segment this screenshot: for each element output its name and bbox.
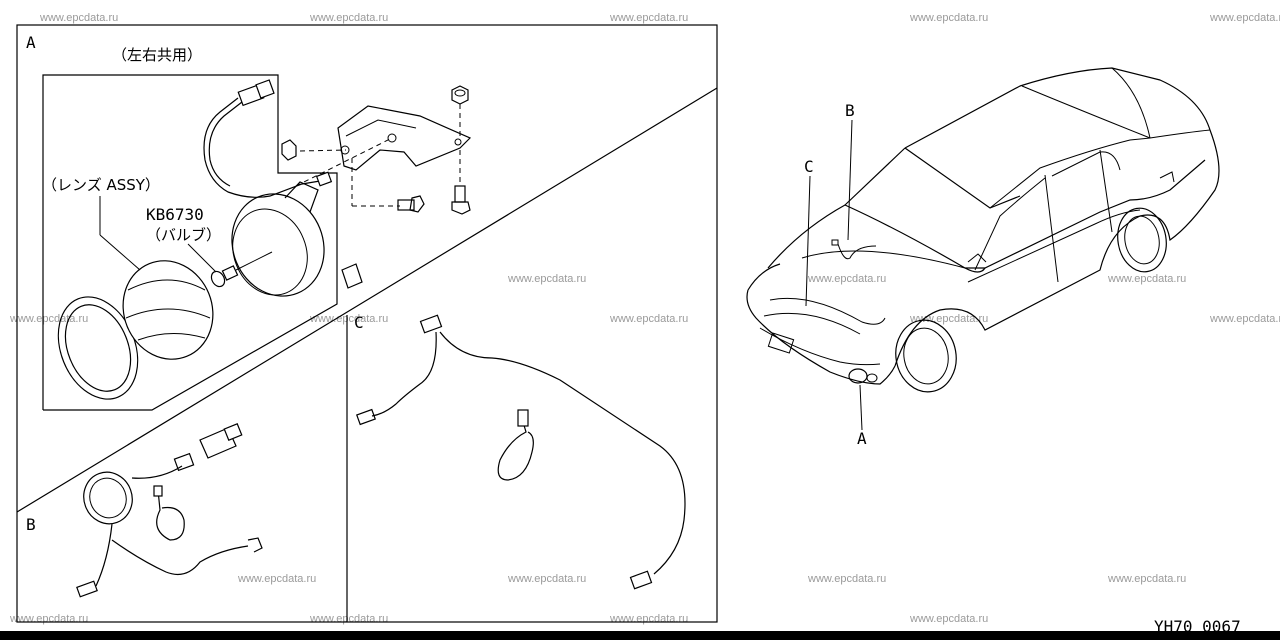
car-callout-a: A xyxy=(857,429,867,448)
watermark: www.epcdata.ru xyxy=(39,12,118,24)
watermark: www.epcdata.ru xyxy=(309,313,388,325)
watermark: www.epcdata.ru xyxy=(1107,573,1186,585)
watermark: www.epcdata.ru xyxy=(9,313,88,325)
watermark: www.epcdata.ru xyxy=(807,273,886,285)
panel-label-c: C xyxy=(354,313,364,332)
bottom-border xyxy=(0,631,1280,640)
part-number-bulb: KB6730 xyxy=(146,205,204,224)
watermark: www.epcdata.ru xyxy=(909,313,988,325)
watermark: www.epcdata.ru xyxy=(609,613,688,625)
car-callout-c: C xyxy=(804,157,814,176)
part-label-bulb: （バルブ） xyxy=(146,226,221,244)
watermark: www.epcdata.ru xyxy=(237,573,316,585)
watermark: www.epcdata.ru xyxy=(9,613,88,625)
watermark: www.epcdata.ru xyxy=(507,273,586,285)
fog-lamp-assembly: （左右共用） （レンズ ASSY） KB6730 （バルブ） xyxy=(42,46,338,411)
clip-part xyxy=(341,263,363,289)
sub-harness-b xyxy=(76,423,263,598)
watermark-layer: www.epcdata.ru www.epcdata.ru www.epcdat… xyxy=(9,12,1280,625)
lamp-mounting-bracket xyxy=(281,85,472,215)
watermark: www.epcdata.ru xyxy=(609,313,688,325)
car-illustration xyxy=(746,67,1220,431)
lamp-wire-harness xyxy=(203,79,333,198)
panel-label-a: A xyxy=(26,33,36,52)
lamp-lens xyxy=(122,260,214,360)
watermark: www.epcdata.ru xyxy=(309,613,388,625)
watermark: www.epcdata.ru xyxy=(909,613,988,625)
watermark: www.epcdata.ru xyxy=(1209,313,1280,325)
part-label-lens-assy: （レンズ ASSY） xyxy=(42,176,160,194)
part-label-common: （左右共用） xyxy=(112,46,202,64)
main-harness-c xyxy=(356,314,686,590)
watermark: www.epcdata.ru xyxy=(609,12,688,24)
watermark: www.epcdata.ru xyxy=(1107,273,1186,285)
panel-label-b: B xyxy=(26,515,36,534)
watermark: www.epcdata.ru xyxy=(909,12,988,24)
watermark: www.epcdata.ru xyxy=(507,573,586,585)
watermark: www.epcdata.ru xyxy=(1209,12,1280,24)
car-callout-b: B xyxy=(845,101,855,120)
lamp-housing xyxy=(231,181,325,297)
watermark: www.epcdata.ru xyxy=(309,12,388,24)
watermark: www.epcdata.ru xyxy=(807,573,886,585)
lamp-bulb xyxy=(210,251,273,288)
panel-frame xyxy=(16,24,718,623)
